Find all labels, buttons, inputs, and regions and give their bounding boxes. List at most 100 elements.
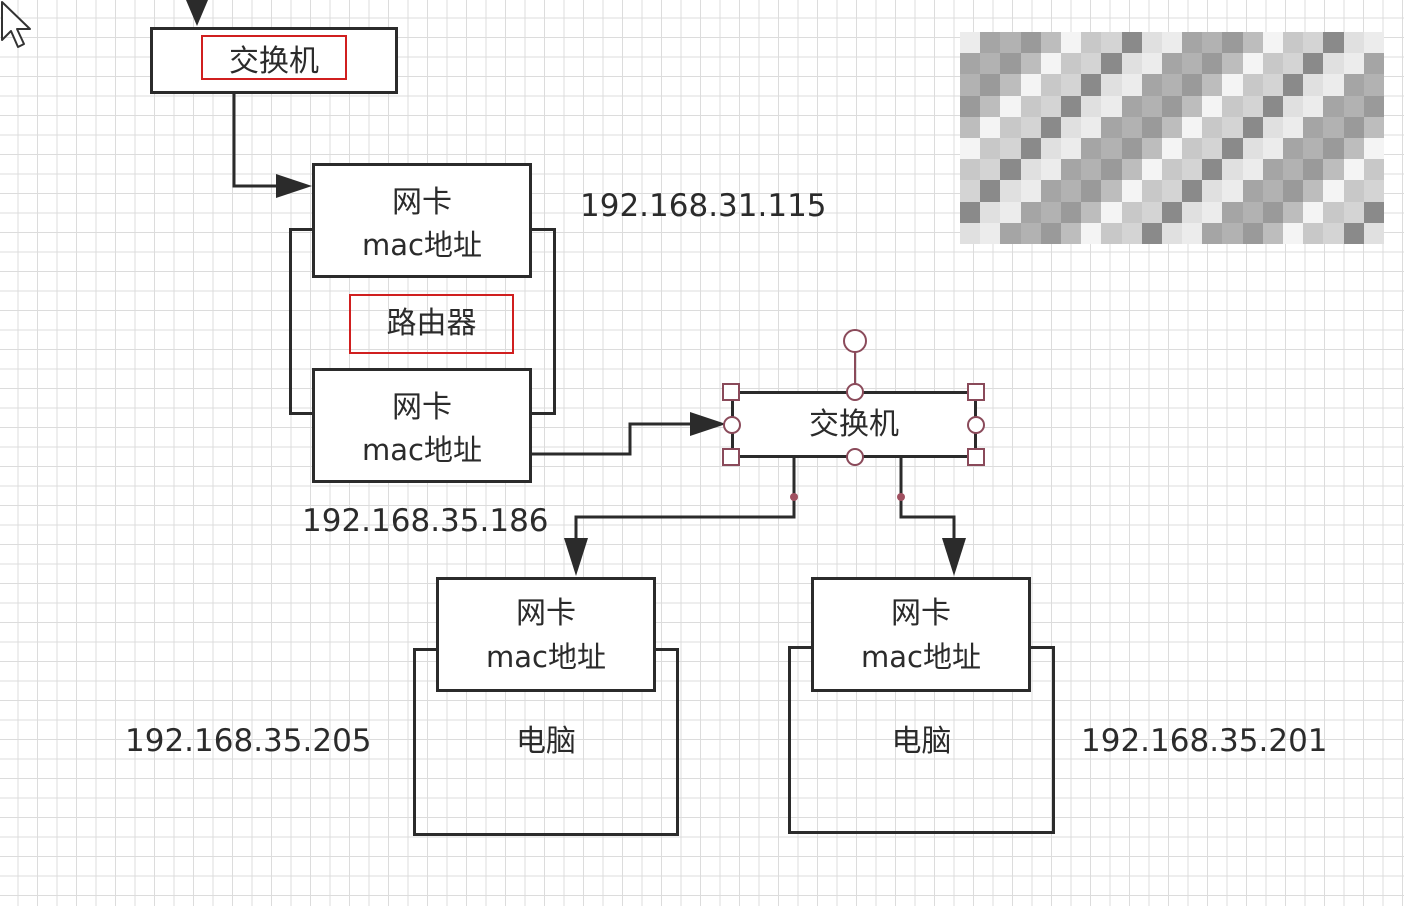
resize-handle-se[interactable] (967, 448, 985, 466)
mosaic-cell (1242, 138, 1263, 160)
edge-router-to-switch2[interactable] (530, 422, 692, 456)
mosaic-cell (1182, 159, 1203, 181)
router-wan-nic[interactable] (312, 163, 532, 278)
mosaic-cell (1262, 32, 1284, 54)
mosaic-cell (1262, 201, 1284, 223)
mosaic-cell (1182, 53, 1203, 75)
top-switch-node[interactable] (150, 27, 398, 94)
mosaic-cell (1161, 138, 1183, 160)
pc-left-nic-mac: mac地址 (486, 640, 606, 674)
mosaic-cell (1081, 116, 1102, 138)
mosaic-cell (1141, 180, 1162, 202)
resize-handle-ne[interactable] (967, 383, 985, 401)
edge-switch-to-router[interactable] (232, 92, 278, 188)
mosaic-cell (1303, 95, 1324, 117)
mosaic-cell (1363, 32, 1384, 54)
mosaic-cell (980, 53, 1001, 75)
mosaic-cell (1060, 116, 1082, 138)
mosaic-cell (1202, 95, 1223, 117)
edge-joint-dot[interactable] (790, 493, 798, 501)
mosaic-cell (1000, 116, 1021, 138)
mosaic-cell (1000, 74, 1021, 96)
edge-joint-dot[interactable] (897, 493, 905, 501)
router-highlight (349, 294, 514, 354)
mosaic-cell (1141, 32, 1162, 54)
mosaic-cell (1202, 32, 1223, 54)
rotate-handle[interactable] (843, 329, 867, 353)
mosaic-cell (1040, 138, 1061, 160)
mosaic-cell (1141, 222, 1162, 244)
mouse-pointer-icon (1, 1, 31, 48)
mosaic-cell (1363, 74, 1384, 96)
mosaic-cell (1060, 159, 1082, 181)
mosaic-cell (1081, 159, 1102, 181)
mosaic-cell (1000, 138, 1021, 160)
mosaic-cell (1303, 53, 1324, 75)
resize-handle-sw[interactable] (722, 448, 740, 466)
mosaic-cell (1101, 138, 1122, 160)
router-lan-nic[interactable] (312, 368, 532, 483)
mosaic-cell (1303, 138, 1324, 160)
mosaic-cell (1283, 180, 1304, 202)
mosaic-cell (1202, 222, 1223, 244)
mosaic-cell (960, 180, 981, 202)
mosaic-cell (1202, 159, 1223, 181)
resize-handle-e[interactable] (967, 416, 985, 434)
pc-left-nic[interactable] (436, 577, 656, 692)
mosaic-cell (980, 201, 1001, 223)
mosaic-cell (960, 116, 981, 138)
mosaic-cell (1202, 53, 1223, 75)
resize-handle-nw[interactable] (722, 383, 740, 401)
resize-handle-s[interactable] (846, 448, 864, 466)
mosaic-cell (1323, 222, 1344, 244)
mosaic-cell (1101, 116, 1122, 138)
router-lan-nic-title: 网卡 (392, 390, 452, 425)
mosaic-cell (1182, 222, 1203, 244)
mosaic-cell (1262, 74, 1284, 96)
resize-handle-w[interactable] (723, 416, 741, 434)
pc-left-ip: 192.168.35.205 (125, 723, 372, 759)
mosaic-cell (960, 222, 981, 244)
mosaic-cell (1283, 159, 1304, 181)
mosaic-cell (1323, 53, 1344, 75)
mosaic-cell (1060, 222, 1082, 244)
mosaic-cell (1020, 180, 1041, 202)
edge-switch2-to-pc-left[interactable] (574, 456, 796, 540)
edge-switch2-to-pc-left-head (564, 538, 588, 576)
mosaic-cell (1060, 74, 1082, 96)
mosaic-cell (960, 95, 981, 117)
pc-right-nic[interactable] (811, 577, 1031, 692)
mosaic-cell (1242, 53, 1263, 75)
mosaic-cell (1343, 138, 1364, 160)
mosaic-cell (1283, 74, 1304, 96)
pc-right-nic-mac: mac地址 (861, 640, 981, 674)
mosaic-cell (1182, 116, 1203, 138)
mosaic-cell (1242, 201, 1263, 223)
mosaic-cell (1262, 159, 1284, 181)
mosaic-cell (1222, 222, 1243, 244)
mosaic-cell (1161, 201, 1183, 223)
mosaic-cell (1020, 53, 1041, 75)
mosaic-cell (1323, 159, 1344, 181)
mosaic-cell (1303, 180, 1324, 202)
mosaic-cell (1262, 116, 1284, 138)
mosaic-cell (1040, 74, 1061, 96)
mosaic-cell (1343, 180, 1364, 202)
edge-switch2-to-pc-right[interactable] (899, 456, 956, 540)
mosaic-cell (1000, 201, 1021, 223)
mosaic-cell (960, 32, 981, 54)
mosaic-cell (1020, 95, 1041, 117)
mosaic-cell (1222, 95, 1243, 117)
mosaic-cell (1060, 95, 1082, 117)
edge-router-to-switch2-head (690, 412, 726, 436)
mosaic-cell (1161, 180, 1183, 202)
mosaic-cell (1141, 159, 1162, 181)
resize-handle-n[interactable] (846, 383, 864, 401)
mosaic-cell (1262, 222, 1284, 244)
mosaic-cell (1000, 53, 1021, 75)
mosaic-cell (1121, 116, 1142, 138)
mosaic-cell (1222, 74, 1243, 96)
top-switch-label: 交换机 (229, 44, 319, 79)
